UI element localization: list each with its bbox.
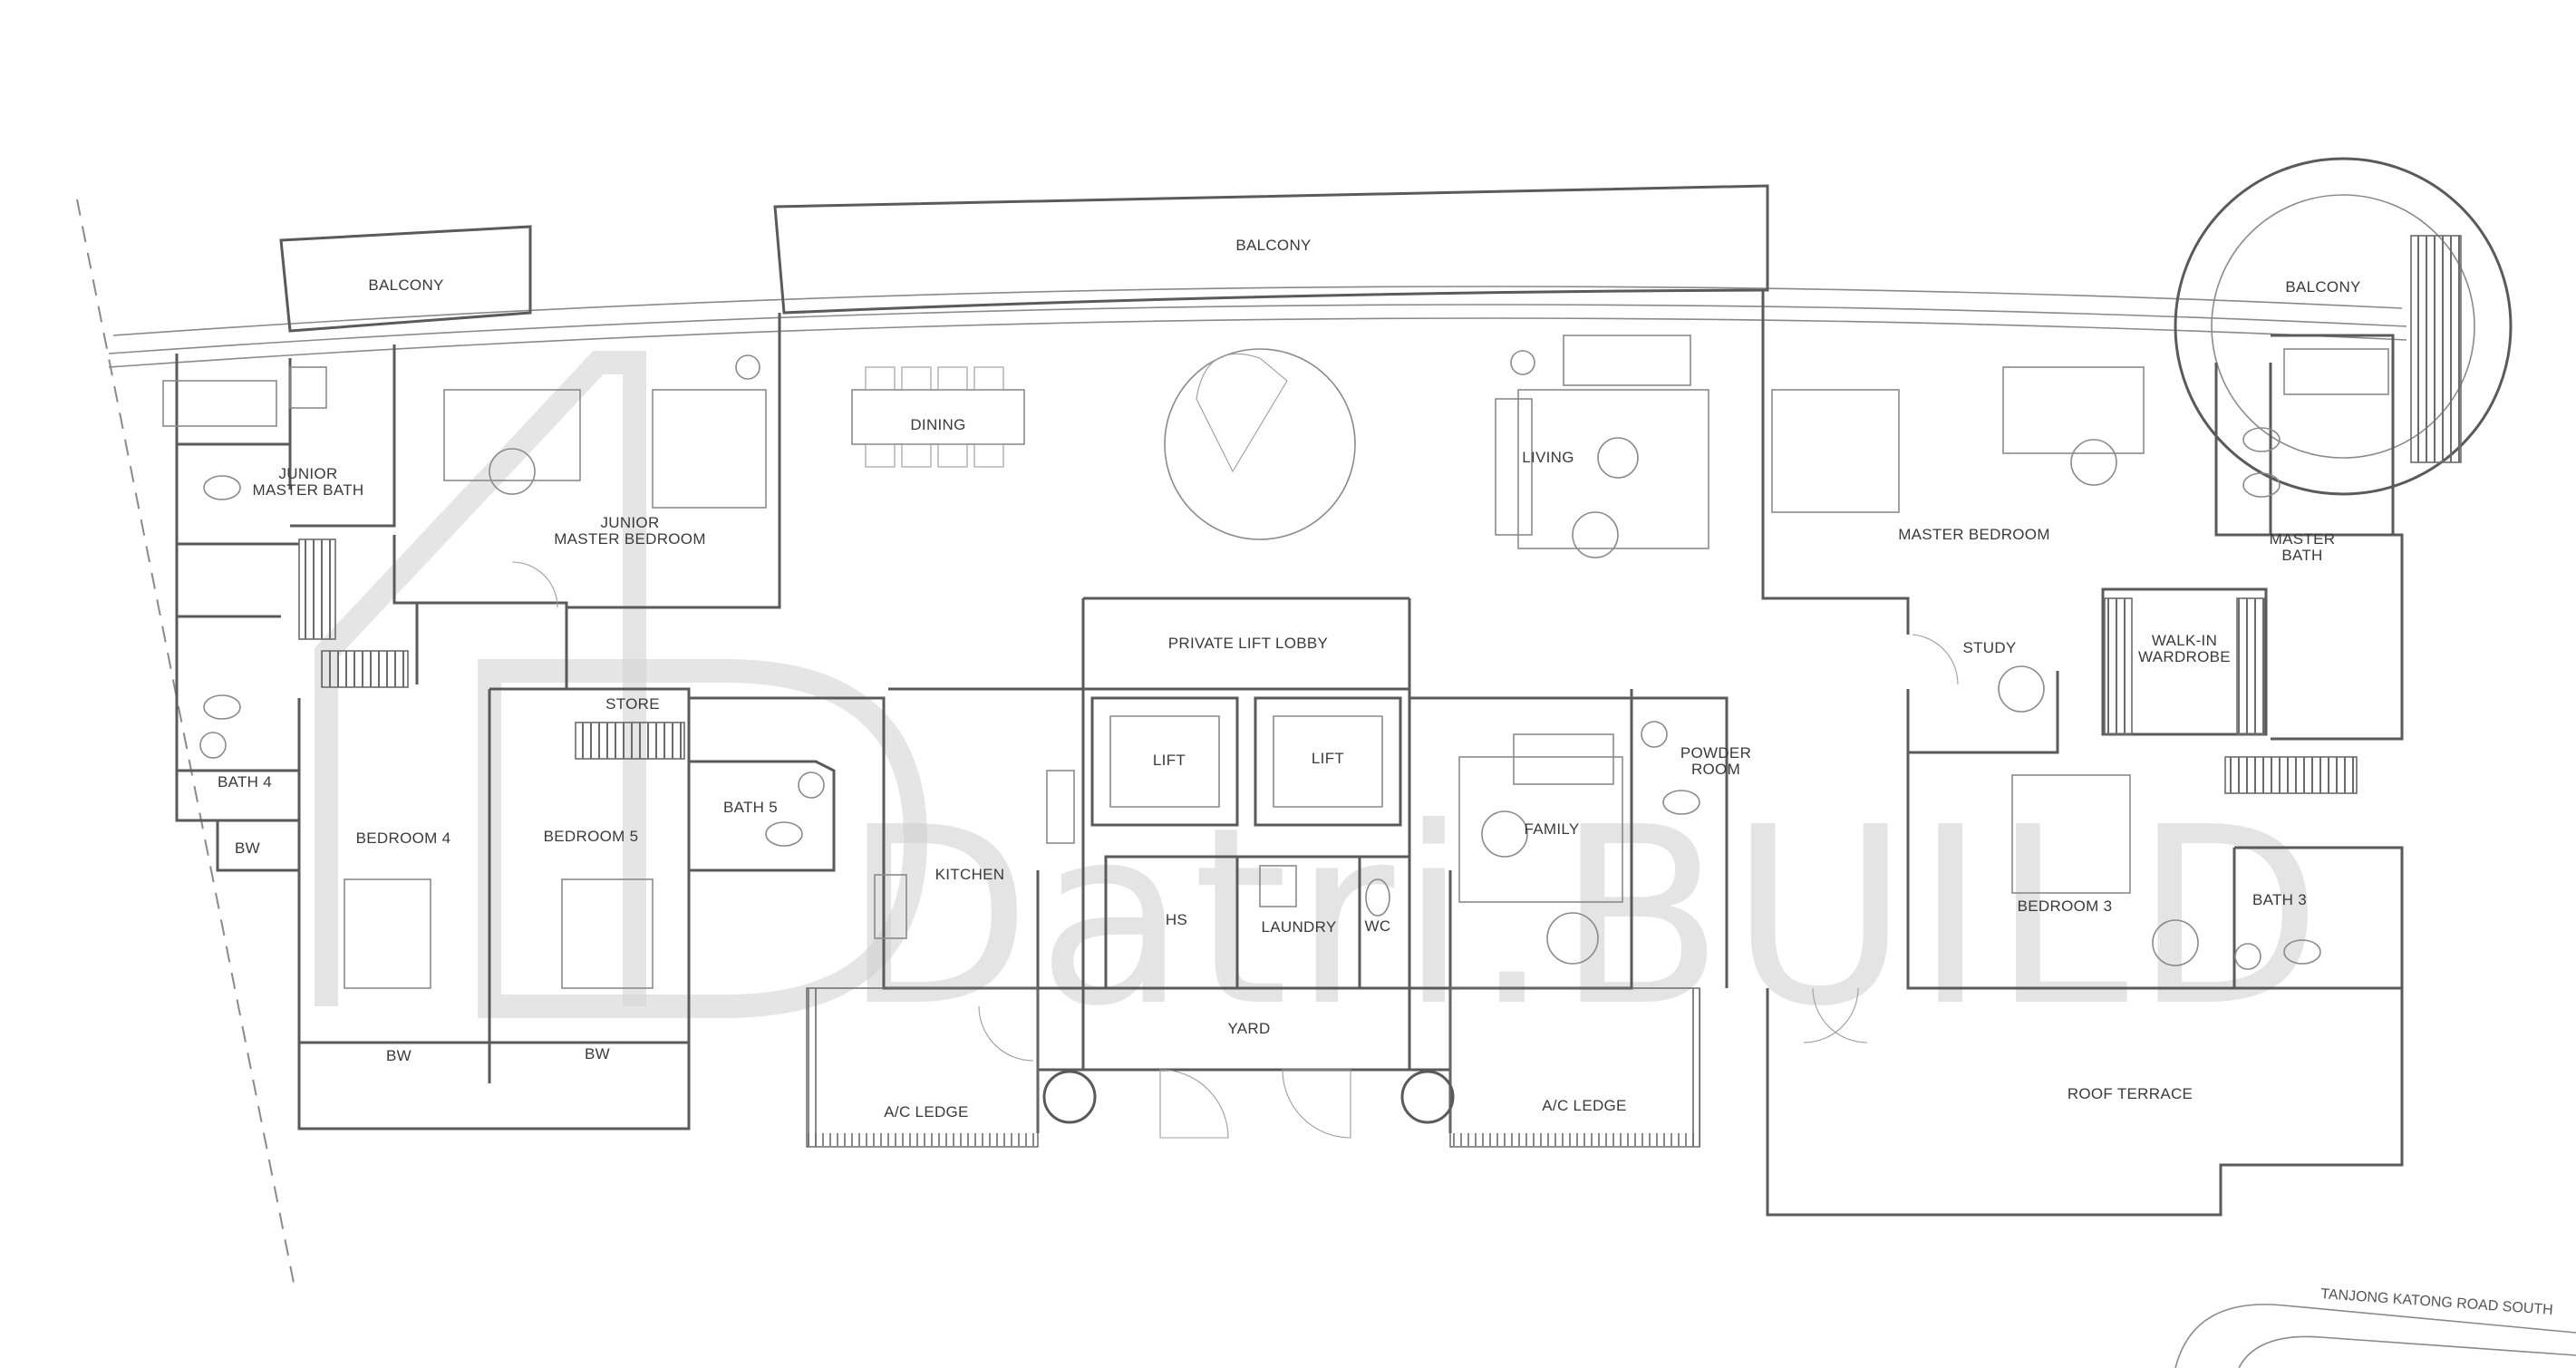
label-master-bath-2: BATH xyxy=(2281,547,2322,564)
ac-ledge-right-railing xyxy=(1450,1133,1700,1146)
label-ac-ledge-left: A/C LEDGE xyxy=(884,1103,968,1121)
label-balcony-center: BALCONY xyxy=(1235,237,1311,254)
label-junior-master-bath-2: MASTER BATH xyxy=(253,481,364,499)
watermark-text: Datri.BUILD xyxy=(843,774,2328,1060)
wardrobe-wic-right xyxy=(2236,597,2265,735)
label-ac-ledge-right: A/C LEDGE xyxy=(1542,1097,1626,1114)
label-walk-in-wardrobe-2: WARDROBE xyxy=(2138,648,2231,665)
balcony-right-outline xyxy=(2174,157,2513,496)
wardrobe-wic-left xyxy=(2104,597,2133,735)
label-laundry: LAUNDRY xyxy=(1261,918,1336,936)
label-bedroom-3: BEDROOM 3 xyxy=(2018,897,2113,915)
label-powder-room-1: POWDER xyxy=(1680,744,1751,762)
wardrobe-jmb xyxy=(298,538,336,640)
label-hs: HS xyxy=(1166,911,1187,928)
label-bw-bed5: BW xyxy=(585,1045,610,1062)
label-dining: DINING xyxy=(910,416,965,433)
label-living: LIVING xyxy=(1522,449,1574,466)
label-kitchen: KITCHEN xyxy=(935,866,1005,883)
wardrobe-bed4 xyxy=(321,650,409,688)
balcony-center-outline xyxy=(773,184,1769,315)
label-bedroom-4: BEDROOM 4 xyxy=(356,830,451,847)
watermark: Datri.BUILD xyxy=(315,351,2328,1060)
ac-ledge-right-railing-side xyxy=(1688,988,1700,1147)
label-master-bath-1: MASTER xyxy=(2270,530,2336,548)
label-lift-1: LIFT xyxy=(1153,752,1186,769)
label-family: FAMILY xyxy=(1524,820,1579,838)
label-yard: YARD xyxy=(1227,1020,1270,1037)
label-junior-master-bath-1: JUNIOR xyxy=(278,465,337,482)
ac-unit-right xyxy=(1400,1070,1455,1124)
label-roof-terrace: ROOF TERRACE xyxy=(2068,1085,2193,1102)
label-balcony-left: BALCONY xyxy=(368,277,443,294)
room-labels: BALCONY BALCONY BALCONY JUNIOR MASTER BA… xyxy=(218,237,2360,1121)
label-bath-5: BATH 5 xyxy=(723,799,778,816)
label-private-lift-lobby: PRIVATE LIFT LOBBY xyxy=(1168,635,1328,652)
label-bath-4: BATH 4 xyxy=(218,773,272,791)
right-wing-walls xyxy=(1761,290,2404,1217)
ac-unit-left xyxy=(1042,1070,1097,1124)
site-boundary xyxy=(76,199,295,1288)
label-bw-bed4: BW xyxy=(386,1047,412,1064)
label-wc: WC xyxy=(1365,917,1391,935)
ac-ledge-left-railing-side xyxy=(807,988,819,1147)
road: TANJONG KATONG ROAD SOUTH xyxy=(2174,1286,2576,1368)
label-study: STUDY xyxy=(1962,639,2016,656)
label-powder-room-2: ROOM xyxy=(1691,761,1740,778)
label-lift-2: LIFT xyxy=(1312,750,1344,767)
label-master-bedroom: MASTER BEDROOM xyxy=(1898,526,2050,543)
balcony-left-outline xyxy=(279,225,532,333)
facade xyxy=(108,286,2407,368)
ac-ledge-left-railing xyxy=(807,1133,1038,1146)
wardrobe-bed3 xyxy=(2224,756,2358,794)
label-bw-left: BW xyxy=(235,839,260,857)
label-balcony-right: BALCONY xyxy=(2285,278,2360,296)
wardrobe-store xyxy=(575,722,685,760)
road-name: TANJONG KATONG ROAD SOUTH xyxy=(2320,1286,2553,1318)
label-bedroom-5: BEDROOM 5 xyxy=(544,828,639,845)
furniture xyxy=(162,335,2389,1139)
label-walk-in-wardrobe-1: WALK-IN xyxy=(2152,632,2217,649)
label-bath-3: BATH 3 xyxy=(2252,891,2307,908)
label-junior-master-bedroom-2: MASTER BEDROOM xyxy=(554,530,706,548)
label-junior-master-bedroom-1: JUNIOR xyxy=(600,514,659,531)
label-store: STORE xyxy=(605,695,660,713)
